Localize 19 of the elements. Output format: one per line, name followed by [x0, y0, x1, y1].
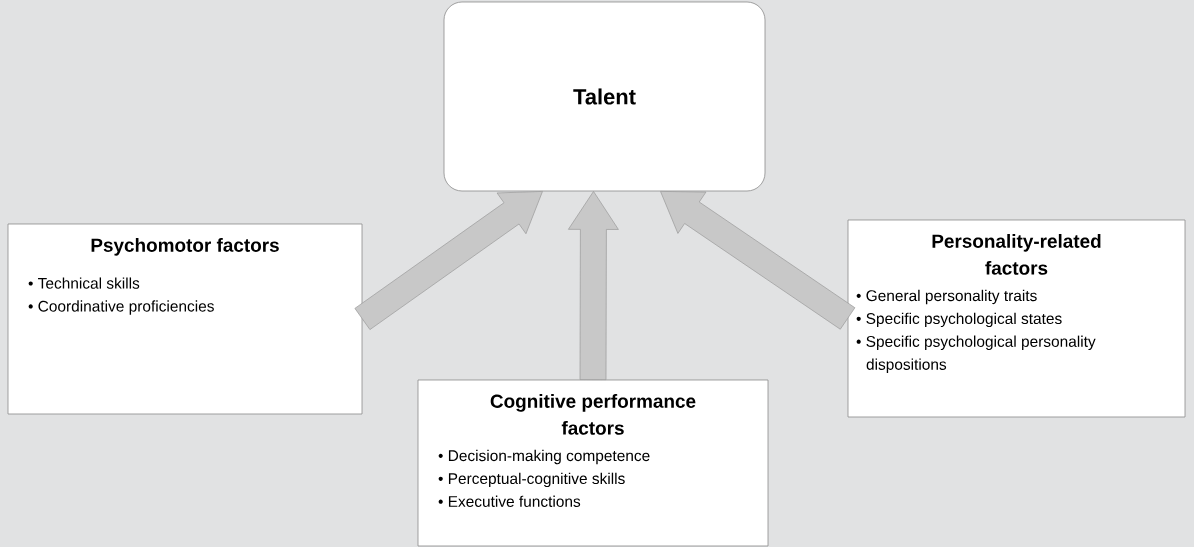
box-heading: Personality-related factors [932, 234, 1101, 275]
box-title: Talent [573, 88, 636, 105]
title-box [443, 1, 766, 192]
block-arrow [660, 191, 856, 330]
block-arrow [568, 191, 619, 380]
bullet-item: • Coordinative proficiencies [28, 300, 214, 315]
bullet-item: • Decision-making competence [438, 449, 650, 465]
block-arrow [354, 191, 543, 330]
box-heading: Psychomotor factors [91, 238, 279, 256]
factor-box [7, 223, 363, 415]
box-heading: Cognitive performance factors [490, 394, 696, 435]
bullet-item: • Technical skills [28, 277, 140, 289]
bullet-item: • Specific psychological personality dispositions [856, 335, 1096, 373]
factor-box [417, 379, 769, 547]
bullet-item: • General personality traits [856, 289, 1037, 305]
bullet-item: • Perceptual-cognitive skills [438, 472, 625, 488]
factor-box [847, 219, 1186, 418]
bullet-item: • Executive functions [438, 495, 581, 507]
bullet-item: • Specific psychological states [856, 312, 1062, 328]
